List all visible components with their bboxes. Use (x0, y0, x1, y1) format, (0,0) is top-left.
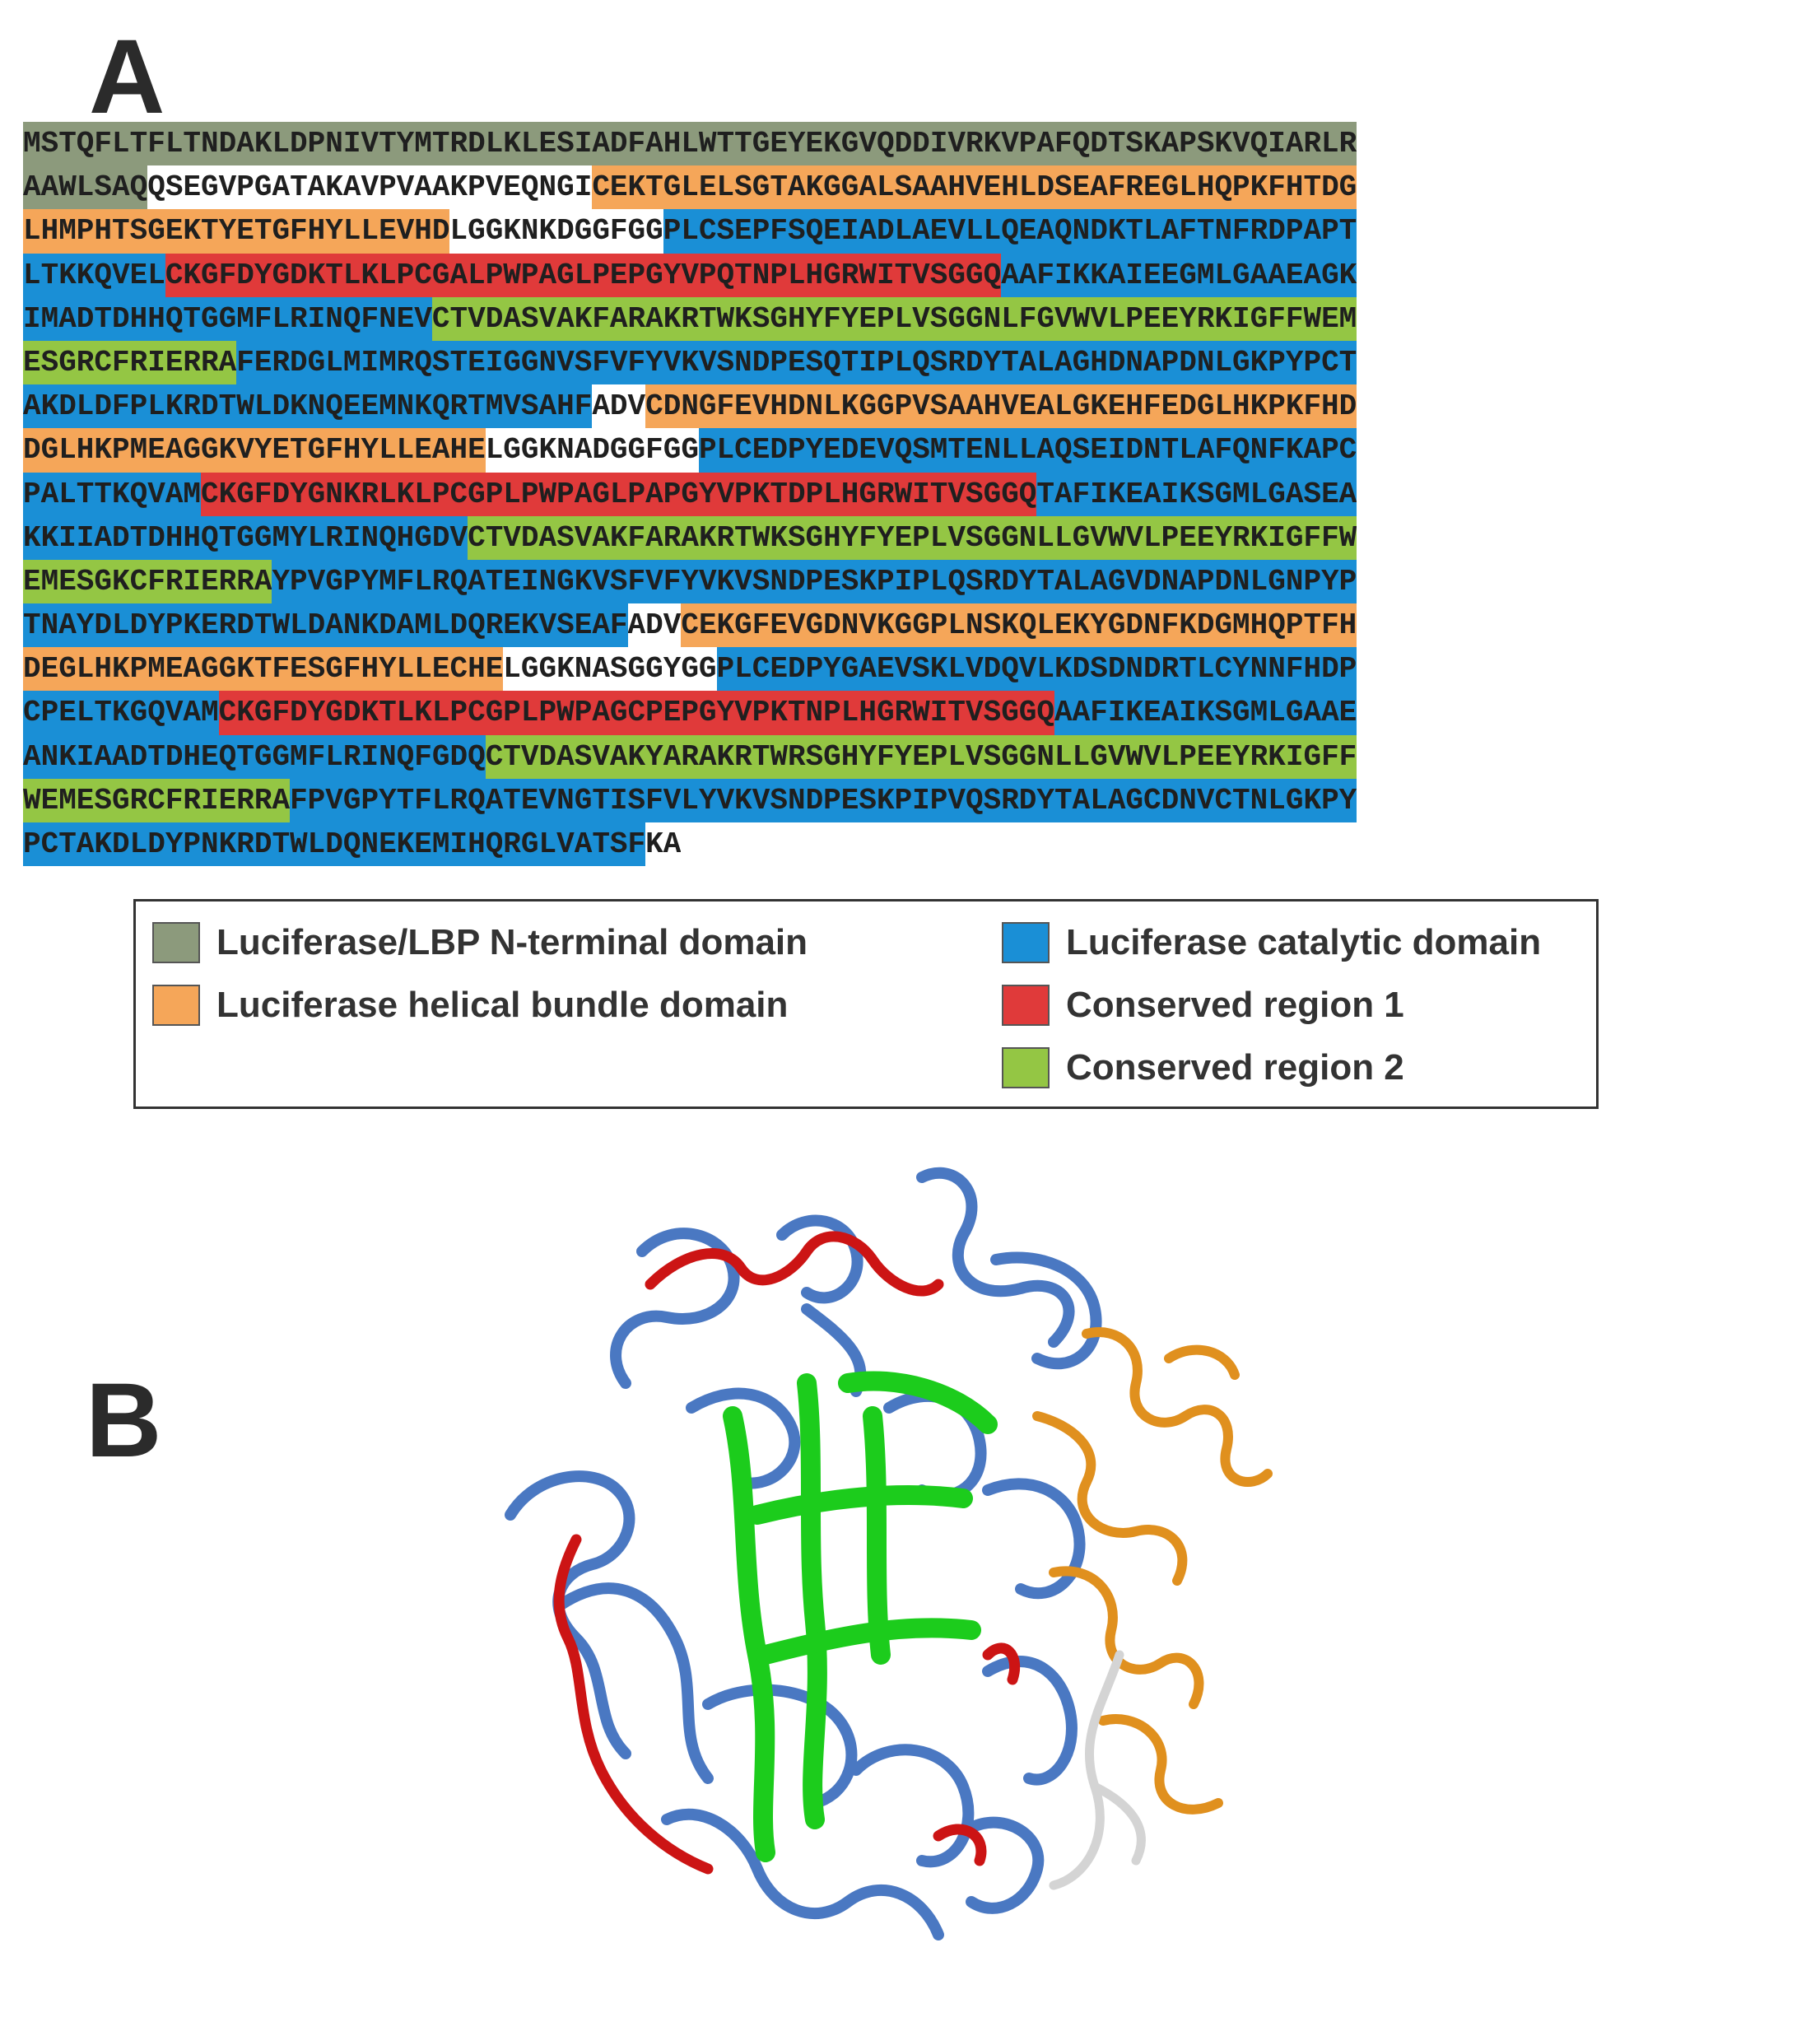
sequence-row: LHMPHTSGEKTYETGFHYLLEVHDLGGKNKDGGFGGPLCS… (23, 209, 1796, 254)
legend-cr2: Conserved region 2 (1002, 1045, 1404, 1091)
cr1-swatch (1002, 985, 1050, 1026)
catalytic-domain-ribbon (505, 1167, 1102, 1940)
cr2-label: Conserved region 2 (1066, 1047, 1404, 1088)
sequence-segment-catalytic: FERDGLMIMRQSTEIGGNVSFVFYVKVSNDPESQTIPLQS… (236, 340, 1357, 385)
sequence-segment-catalytic: PCTAKDLDYPNKRDTWLDQNEKEMIHQRGLVATSF (23, 822, 646, 867)
sequence-segment-catalytic: AAFIKKAIEEGMLGAAEAGK (1001, 253, 1357, 297)
sequence-row: DEGLHKPMEAGGKTFESGFHYLLECHELGGKNASGGYGGP… (23, 647, 1796, 692)
sequence-segment-nterm: MSTQFLTFLTNDAKLDPNIVTYMTRDLKLESIADFAHLWT… (23, 122, 1357, 166)
sequence-segment-catalytic: ANKIAADTDHEQTGGMFLRINQFGDQ (23, 734, 486, 779)
sequence-row: MSTQFLTFLTNDAKLDPNIVTYMTRDLKLESIADFAHLWT… (23, 122, 1796, 166)
sequence-segment-none: ADV (592, 384, 646, 429)
conserved-region-1-ribbon (553, 1231, 1021, 1875)
sequence-row: AKDLDFPLKRDTWLDKNQEEMNKQRTMVSAHFADVCDNGF… (23, 384, 1796, 429)
helical-label: Luciferase helical bundle domain (216, 985, 789, 1025)
sequence-segment-catalytic: TAFIKEAIKSGMLGASEA (1036, 472, 1357, 516)
legend-nterm: Luciferase/LBP N-terminal domain (152, 920, 808, 966)
sequence-row: WEMESGRCFRIERRAFPVGPYTFLRQATEVNGTISFVLYV… (23, 778, 1796, 822)
sequence-row: PALTTKQVAMCKGFDYGNKRLKLPCGPLPWPAGLPAPGYV… (23, 472, 1796, 516)
sequence-segment-none: LGGKNADGGFGG (485, 428, 699, 473)
sequence-segment-catalytic: LTKKQVEL (23, 253, 165, 297)
sequence-segment-catalytic: AAFIKEAIKSGMLGAAE (1054, 691, 1357, 735)
legend-helical: Luciferase helical bundle domain (152, 982, 788, 1028)
sequence-segment-helical: LHMPHTSGEKTYETGFHYLLEVHD (23, 209, 450, 254)
sequence-alignment: MSTQFLTFLTNDAKLDPNIVTYMTRDLKLESIADFAHLWT… (23, 122, 1796, 867)
sequence-segment-cr1: CKGFDYGDKTLKLPCGPLPWPAGCPEPGYVPKTNPLHGRW… (218, 691, 1055, 735)
catalytic-swatch (1002, 922, 1050, 963)
helical-swatch (152, 985, 200, 1026)
legend-cr1: Conserved region 1 (1002, 982, 1404, 1028)
sequence-segment-cr2: CTVDASVAKFARAKRTWKSGHYFYEPLVSGGNLFGVWVLP… (431, 296, 1357, 341)
cr2-swatch (1002, 1047, 1050, 1088)
domain-legend: Luciferase/LBP N-terminal domain Lucifer… (133, 899, 1599, 1109)
sequence-segment-catalytic: PALTTKQVAM (23, 472, 202, 516)
sequence-segment-cr2: CTVDASVAKYARAKRTWRSGHYFYEPLVSGGNLLGVWVLP… (485, 734, 1357, 779)
sequence-segment-catalytic: KKIIADTDHHQTGGMYLRINQHGDV (23, 515, 468, 560)
sequence-row: PCTAKDLDYPNKRDTWLDQNEKEMIHQRGLVATSFKA (23, 822, 1796, 867)
sequence-row: KKIIADTDHHQTGGMYLRINQHGDVCTVDASVAKFARAKR… (23, 515, 1796, 560)
sequence-segment-none: QSEGVPGATAKAVPVAAKPVEQNGI (147, 165, 593, 210)
sequence-segment-catalytic: YPVGPYMFLRQATEINGKVSFVFYVKVSNDPESKPIPLQS… (272, 559, 1357, 604)
sequence-segment-catalytic: TNAYDLDYPKERDTWLDANKDAMLDQREKVSEAF (23, 603, 628, 648)
sequence-segment-helical: DEGLHKPMEAGGKTFESGFHYLLECHE (23, 647, 504, 692)
sequence-segment-none: ADV (627, 603, 682, 648)
sequence-row: EMESGKCFRIERRAYPVGPYMFLRQATEINGKVSFVFYVK… (23, 559, 1796, 604)
sequence-row: AAWLSAQQSEGVPGATAKAVPVAAKPVEQNGICEKTGLEL… (23, 165, 1796, 210)
sequence-segment-none: LGGKNASGGYGG (503, 647, 717, 692)
sequence-row: TNAYDLDYPKERDTWLDANKDAMLDQREKVSEAFADVCEK… (23, 603, 1796, 648)
nterm-label: Luciferase/LBP N-terminal domain (216, 922, 808, 962)
sequence-segment-none: KA (645, 822, 682, 867)
sequence-segment-cr2: CTVDASVAKFARAKRTWKSGHYFYEPLVSGGNLLGVWVLP… (468, 515, 1357, 560)
sequence-segment-none: LGGKNKDGGFGG (449, 209, 663, 254)
protein-ribbon-structure (505, 1167, 1273, 1940)
legend-catalytic: Luciferase catalytic domain (1002, 920, 1541, 966)
nterm-swatch (152, 922, 200, 963)
sequence-segment-catalytic: PLCEDPYEDEVQSMTENLLAQSEIDNTLAFQNFKAPC (698, 428, 1357, 473)
sequence-segment-helical: CEKTGLELSGTAKGGALSAAHVEHLDSEAFREGLHQPKFH… (592, 165, 1357, 210)
sequence-segment-cr2: WEMESGRCFRIERRA (23, 778, 291, 822)
sequence-segment-cr1: CKGFDYGNKRLKLPCGPLPWPAGLPAPGYVPKTDPLHGRW… (201, 472, 1037, 516)
sequence-segment-helical: DGLHKPMEAGGKVYETGFHYLLEAHE (23, 428, 486, 473)
sequence-segment-catalytic: AKDLDFPLKRDTWLDKNQEEMNKQRTMVSAHF (23, 384, 593, 429)
sequence-segment-cr2: EMESGKCFRIERRA (23, 559, 272, 604)
linker-ribbon (1049, 1650, 1146, 1890)
sequence-segment-helical: CDNGFEVHDNLKGGPVSAAHVEALGKEHFEDGLHKPKFHD (645, 384, 1357, 429)
sequence-row: CPELTKGQVAMCKGFDYGDKTLKLPCGPLPWPAGCPEPGY… (23, 691, 1796, 735)
cr1-label: Conserved region 1 (1066, 985, 1404, 1025)
sequence-row: ANKIAADTDHEQTGGMFLRINQFGDQCTVDASVAKYARAK… (23, 734, 1796, 779)
sequence-segment-cr2: ESGRCFRIERRA (23, 340, 237, 385)
sequence-row: DGLHKPMEAGGKVYETGFHYLLEAHELGGKNADGGFGGPL… (23, 428, 1796, 473)
sequence-segment-catalytic: FPVGPYTFLRQATEVNGTISFVLYVKVSNDPESKPIPVQS… (290, 778, 1357, 822)
panel-b-label: B (86, 1362, 162, 1479)
panel-a-label: A (89, 18, 165, 136)
sequence-segment-catalytic: CPELTKGQVAM (23, 691, 219, 735)
sequence-row: ESGRCFRIERRAFERDGLMIMRQSTEIGGNVSFVFYVKVS… (23, 340, 1796, 385)
sequence-segment-catalytic: PLCEDPYGAEVSKLVDQVLKDSDNDRTLCYNNFHDP (716, 647, 1357, 692)
sequence-segment-catalytic: IMADTDHHQTGGMFLRINQFNEV (23, 296, 432, 341)
sequence-segment-catalytic: PLCSEPFSQEIADLAEVLLQEAQNDKTLAFTNFRDPAPT (663, 209, 1357, 254)
sequence-segment-cr1: CKGFDYGDKTLKLPCGALPWPAGLPEPGYVPQTNPLHGRW… (165, 253, 1002, 297)
sequence-row: LTKKQVELCKGFDYGDKTLKLPCGALPWPAGLPEPGYVPQ… (23, 253, 1796, 297)
conserved-region-2-ribbon (723, 1371, 998, 1862)
catalytic-label: Luciferase catalytic domain (1066, 922, 1542, 962)
sequence-segment-nterm: AAWLSAQ (23, 165, 148, 210)
helical-bundle-ribbon (1032, 1327, 1273, 1815)
sequence-segment-helical: CEKGFEVGDNVKGGPLNSKQLEKYGDNFKDGMHQPTFH (681, 603, 1357, 648)
sequence-row: IMADTDHHQTGGMFLRINQFNEVCTVDASVAKFARAKRTW… (23, 296, 1796, 341)
